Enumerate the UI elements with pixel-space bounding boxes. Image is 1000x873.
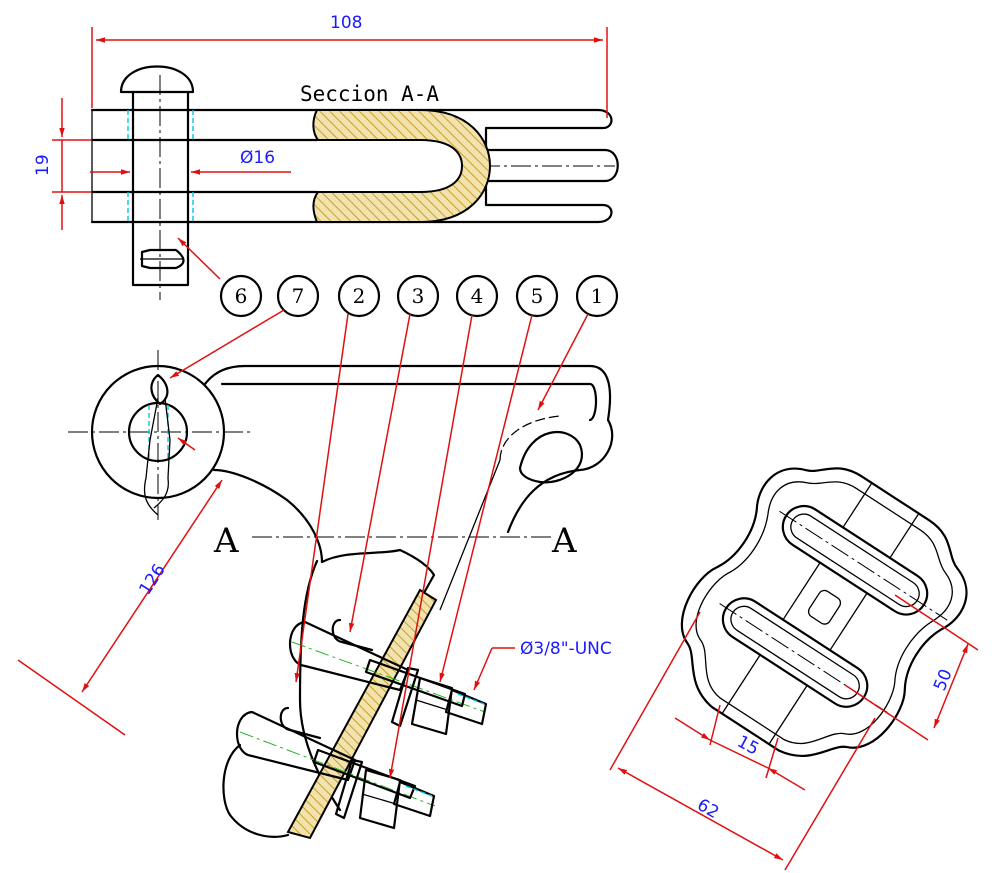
svg-text:2: 2: [353, 284, 366, 308]
dim-thread: Ø3/8"-UNC: [473, 639, 612, 691]
balloon-6: 6: [219, 274, 263, 318]
dim-50-text: 50: [930, 666, 957, 694]
svg-text:3: 3: [412, 284, 425, 308]
svg-text:4: 4: [471, 284, 484, 308]
svg-text:6: 6: [235, 284, 248, 308]
keeper-outer: [680, 467, 968, 757]
dim-62-text: 62: [694, 795, 723, 823]
cotter-pin-loop: [150, 373, 169, 406]
section-view: [90, 65, 619, 300]
svg-text:1: 1: [591, 284, 604, 308]
conductor-hatched: [286, 588, 438, 840]
dim-o16-text: Ø16: [240, 148, 275, 168]
body-arm-inner: [220, 382, 598, 422]
dim-108-text: 108: [330, 13, 362, 33]
keeper-slot-lower: [721, 597, 869, 708]
dim-radius: 126: [17, 479, 223, 736]
dim-height: 19: [33, 98, 92, 230]
front-view: [68, 350, 614, 840]
pin-head: [119, 65, 195, 94]
balloon-7: 7: [276, 274, 320, 318]
u-bolt-lower: [236, 706, 436, 830]
section-mark-left: A: [213, 521, 239, 561]
hatched-section: [312, 109, 492, 223]
clevis-slot: [484, 148, 619, 183]
thread-callout-text: Ø3/8"-UNC: [520, 639, 612, 659]
body-arm-outer: [203, 364, 614, 534]
balloons: 6 7 2 3 4 5 1: [219, 274, 619, 318]
section-mark-right: A: [551, 521, 577, 561]
svg-text:5: 5: [531, 284, 544, 308]
balloon-leaders: [169, 309, 589, 779]
cotter-pin-end: [140, 248, 185, 270]
svg-text:7: 7: [292, 284, 305, 308]
arm-eye: [518, 431, 584, 484]
dim-overall-length: 108: [91, 13, 608, 118]
dim-pin-diameter: Ø16: [90, 148, 291, 175]
balloon-1: 1: [575, 274, 619, 318]
body-lower-web: [212, 468, 324, 564]
section-title: Seccion A-A: [300, 82, 439, 106]
keeper-view: [680, 467, 968, 757]
u-bolt-upper: [289, 618, 488, 736]
balloon-4: 4: [455, 274, 499, 318]
clamp-break-line: [320, 548, 436, 602]
clamp-lower: [222, 743, 290, 838]
keeper-slot-upper: [781, 504, 929, 616]
balloon-2: 2: [337, 274, 381, 318]
dim-19-text: 19: [33, 154, 53, 176]
balloon-5: 5: [515, 274, 559, 318]
balloon-3: 3: [396, 274, 440, 318]
